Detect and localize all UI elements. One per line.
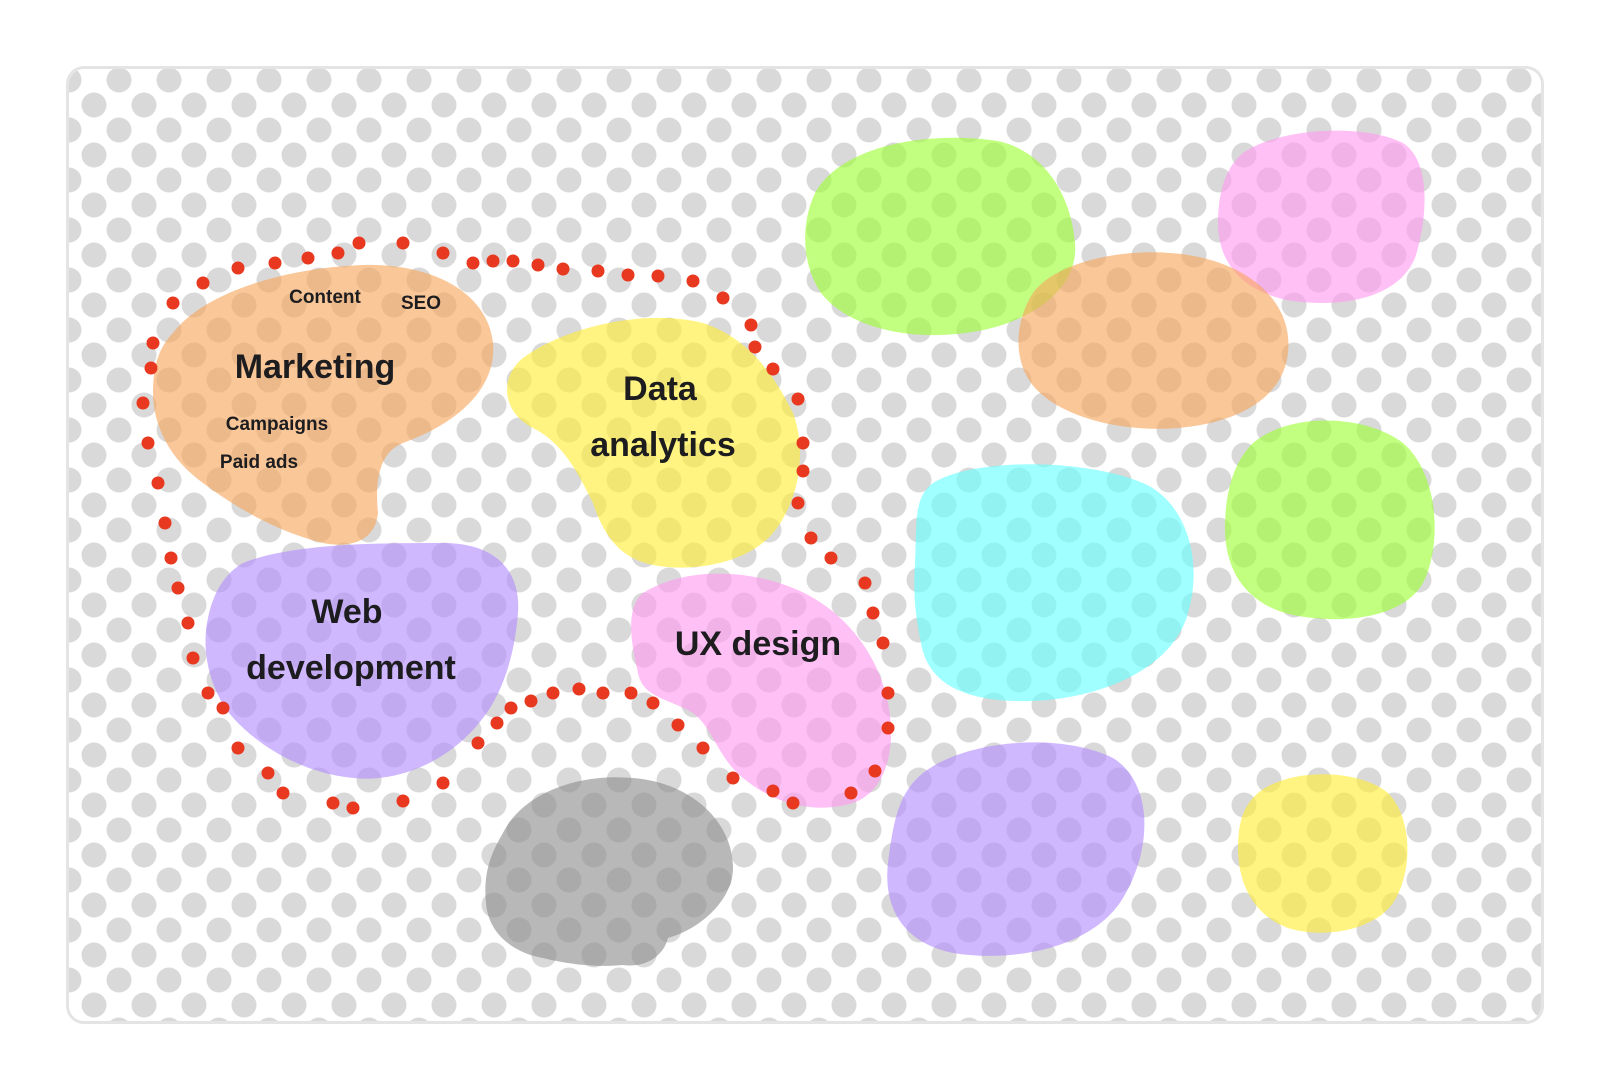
boundary-dot [858,576,872,590]
boundary-dot [301,251,315,265]
boundary-dot [504,701,518,715]
boundary-dot [196,276,210,290]
web-development-title-line1: Web [311,593,382,631]
boundary-dot [276,786,290,800]
boundary-dot [556,262,570,276]
boundary-dot [881,686,895,700]
ux-design-title: UX design [675,625,841,663]
boundary-dot [766,362,780,376]
boundary-dot [346,801,360,815]
boundary-dot [686,274,700,288]
boundary-dot [490,716,504,730]
boundary-dot [171,581,185,595]
boundary-dot [158,516,172,530]
boundary-dot [824,551,838,565]
web-development-blob [205,543,519,779]
boundary-dot [696,741,710,755]
boundary-dot [186,651,200,665]
web-development-title-line2: development [246,649,456,687]
boundary-dot [791,392,805,406]
boundary-dot [621,268,635,282]
boundary-dot [471,736,485,750]
labeled-clusters [153,264,892,808]
boundary-dot [326,796,340,810]
marketing-subtopic-paid-ads: Paid ads [220,452,298,473]
pink-blob-top-right [1218,130,1425,304]
yellow-blob-bottom-right [1238,774,1408,933]
boundary-dot [141,436,155,450]
boundary-dot [164,551,178,565]
ux-design-blob [631,573,892,808]
cyan-blob [914,464,1194,702]
green-blob-right [1225,420,1435,620]
boundary-dot [466,256,480,270]
boundary-dot [261,766,275,780]
boundary-dot [231,261,245,275]
boundary-dot [231,741,245,755]
canvas-board: Marketing Content SEO Campaigns Paid ads… [66,66,1544,1024]
marketing-title: Marketing [235,348,396,386]
marketing-subtopic-seo: SEO [401,293,441,314]
boundary-dot [146,336,160,350]
boundary-dot [436,776,450,790]
boundary-dot [796,464,810,478]
labels: Marketing Content SEO Campaigns Paid ads… [220,287,841,687]
boundary-dot [791,496,805,510]
data-analytics-title-line2: analytics [590,426,736,464]
boundary-dot [546,686,560,700]
boundary-dot [748,340,762,354]
boundary-dot [572,682,586,696]
boundary-dot [868,764,882,778]
boundary-dot [796,436,810,450]
boundary-dot [881,721,895,735]
boundary-dot [531,258,545,272]
boundary-dot [866,606,880,620]
boundary-dot [136,396,150,410]
boundary-dot [804,531,818,545]
boundary-dot [201,686,215,700]
data-analytics-blob [506,317,801,568]
boundary-dot [671,718,685,732]
boundary-dot [268,256,282,270]
boundary-dot [786,796,800,810]
boundary-dot [766,784,780,798]
boundary-dot [744,318,758,332]
marketing-blob [153,264,494,545]
boundary-dot [166,296,180,310]
boundary-dot [506,254,520,268]
boundary-dot [651,269,665,283]
boundary-dot [151,476,165,490]
diagram-canvas: Marketing Content SEO Campaigns Paid ads… [69,69,1541,1021]
boundary-dot [646,696,660,710]
boundary-dot [596,686,610,700]
orange-blob-right [1018,252,1289,429]
boundary-dot [876,636,890,650]
boundary-dot [524,694,538,708]
boundary-dot [352,236,366,250]
marketing-subtopic-content: Content [289,287,361,308]
boundary-dot [396,794,410,808]
boundary-dot [396,236,410,250]
gray-blob-bottom [485,777,733,966]
boundary-dot [216,701,230,715]
boundary-dot [181,616,195,630]
data-analytics-title-line1: Data [623,370,698,408]
green-blob-top [805,137,1076,336]
boundary-dot [844,786,858,800]
boundary-dot [716,291,730,305]
boundary-dot [726,771,740,785]
purple-blob-bottom [887,742,1145,956]
boundary-dot [486,254,500,268]
boundary-dot [144,361,158,375]
unlabeled-blobs [485,130,1435,966]
boundary-dot [331,246,345,260]
cluster-boundary [136,236,895,815]
boundary-dot [624,686,638,700]
boundary-dot [591,264,605,278]
boundary-dot [436,246,450,260]
marketing-subtopic-campaigns: Campaigns [226,414,328,435]
